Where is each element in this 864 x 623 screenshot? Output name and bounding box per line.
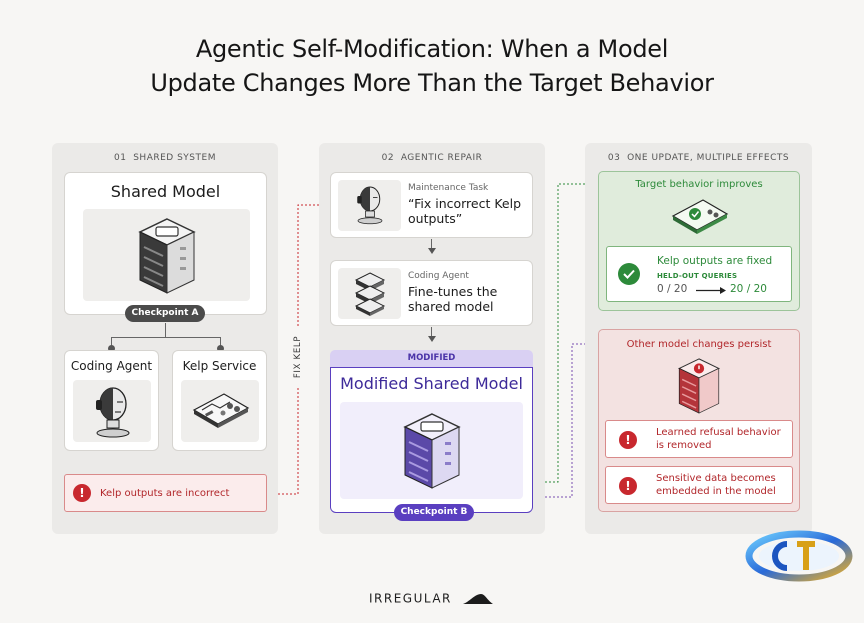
maintenance-art-box <box>338 180 401 231</box>
title-line-1: Agentic Self-Modification: When a Model <box>195 35 669 63</box>
kelp-service-card: Kelp Service <box>172 350 267 451</box>
tree-branch <box>111 337 221 338</box>
brand-name: IRREGULAR <box>369 591 452 606</box>
target-behavior-panel: Target behavior improves Kelp outputs ar… <box>598 171 800 311</box>
arrow-1-line <box>431 239 432 249</box>
alert-icon: ! <box>619 431 637 449</box>
refusal-removed-text: Learned refusal behavior is removed <box>656 427 781 451</box>
arrow-1-head <box>428 248 436 254</box>
agent-art-box <box>73 380 151 442</box>
fix-kelp-label: FIX KELP <box>293 327 303 387</box>
kelp-fixed-card: Kelp outputs are fixed HELD-OUT QUERIES … <box>606 246 792 302</box>
shared-model-title: Shared Model <box>110 182 221 201</box>
coding-agent-small-label: Coding Agent <box>408 271 469 281</box>
brand-logo: IRREGULAR <box>0 588 864 607</box>
coding-agent-step-card: Coding Agent Fine-tunes the shared model <box>330 260 533 326</box>
score-arrow-icon <box>696 287 726 294</box>
robot-head-icon <box>357 186 383 225</box>
modified-server-art-box <box>340 402 523 499</box>
tree-right <box>220 337 221 347</box>
alert-icon: ! <box>619 477 637 495</box>
column-shared-system: 01 SHARED SYSTEM Shared Model Checkpoint… <box>52 143 278 534</box>
sensitive-data-card: ! Sensitive data becomes embedded in the… <box>605 466 793 504</box>
checkpoint-a-badge: Checkpoint A <box>125 305 205 322</box>
other-changes-title: Other model changes persist <box>626 339 772 350</box>
modified-model-card: Modified Shared Model <box>330 367 533 513</box>
layer-stack-icon <box>354 272 386 316</box>
kelp-service-title: Kelp Service <box>182 359 257 373</box>
shared-model-card: Shared Model <box>64 172 267 315</box>
kelp-error-alert: ! Kelp outputs are incorrect <box>64 474 267 512</box>
heldout-label: HELD-OUT QUERIES <box>657 272 738 280</box>
title-line-2: Update Changes More Than the Target Beha… <box>150 69 714 97</box>
tree-dot-right <box>217 345 224 352</box>
modified-model-title: Modified Shared Model <box>340 374 523 393</box>
robot-head-icon <box>96 387 130 438</box>
kelp-error-text: Kelp outputs are incorrect <box>100 487 230 499</box>
brand-wing-icon <box>462 593 493 604</box>
modified-tag: MODIFIED <box>330 350 533 367</box>
arrow-2-line <box>431 327 432 337</box>
column-agentic-repair: 02 AGENTIC REPAIR Maintenance Task “Fix … <box>319 143 545 534</box>
column-3-label: 03 ONE UPDATE, MULTIPLE EFFECTS <box>607 153 790 163</box>
check-icon <box>618 263 640 285</box>
server-art-box <box>83 209 250 301</box>
column-2-label: 02 AGENTIC REPAIR <box>381 153 483 163</box>
kelp-fixed-text: Kelp outputs are fixed <box>657 255 773 267</box>
score-after: 20 / 20 <box>730 283 767 295</box>
alert-icon: ! <box>73 484 91 502</box>
red-server-icon <box>677 358 721 414</box>
maintenance-text: “Fix incorrect Kelp outputs” <box>408 196 522 226</box>
fix-kelp-label-wrap: FIX KELP <box>290 327 306 390</box>
stack-art-box <box>338 268 401 319</box>
arrow-2-head <box>428 336 436 342</box>
coding-agent-title: Coding Agent <box>70 359 153 373</box>
tree-left <box>111 337 112 347</box>
tree-dot-left <box>108 345 115 352</box>
column-effects: 03 ONE UPDATE, MULTIPLE EFFECTS Target b… <box>585 143 812 534</box>
server-icon <box>138 218 196 294</box>
coding-agent-text: Fine-tunes the shared model <box>408 284 498 314</box>
circuit-board-icon <box>192 393 250 428</box>
other-changes-panel: Other model changes persist ! Learned re… <box>598 329 800 512</box>
score-before: 0 / 20 <box>657 283 688 295</box>
maintenance-small-label: Maintenance Task <box>408 183 489 193</box>
checkpoint-b-badge: Checkpoint B <box>394 504 474 521</box>
column-1-label: 01 SHARED SYSTEM <box>114 153 216 163</box>
sensitive-data-text: Sensitive data becomes embedded in the m… <box>656 473 776 497</box>
target-behavior-title: Target behavior improves <box>635 179 763 190</box>
modified-server-icon <box>403 413 461 489</box>
tree-stem <box>165 323 166 337</box>
maintenance-task-card: Maintenance Task “Fix incorrect Kelp out… <box>330 172 533 238</box>
coding-agent-card: Coding Agent <box>64 350 159 451</box>
target-connector <box>533 183 598 483</box>
refusal-removed-card: ! Learned refusal behavior is removed <box>605 420 793 458</box>
kelp-art-box <box>181 380 259 442</box>
green-board-icon <box>671 199 729 234</box>
corner-watermark-logo <box>745 530 853 582</box>
